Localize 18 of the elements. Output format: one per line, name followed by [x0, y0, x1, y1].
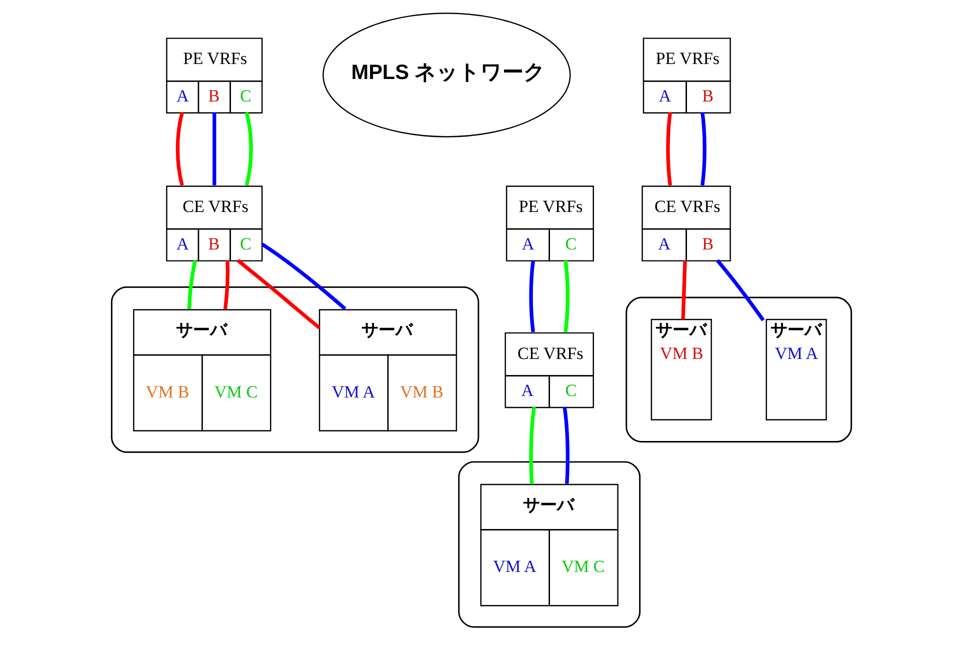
- connector: [186, 260, 196, 310]
- connector: [680, 260, 686, 320]
- cluster: [458, 461, 640, 628]
- connector: [700, 112, 706, 186]
- connector: [260, 242, 346, 310]
- connector: [715, 259, 764, 322]
- connector: [666, 112, 672, 186]
- connector: [562, 406, 570, 484]
- connector: [222, 260, 230, 310]
- connector: [175, 112, 184, 186]
- connector: [563, 260, 570, 332]
- connector: [212, 112, 216, 186]
- cluster: [625, 296, 852, 442]
- connector: [528, 260, 534, 332]
- connector: [236, 258, 320, 330]
- node-ellipse: MPLS ネットワーク: [322, 12, 570, 138]
- connector: [528, 406, 536, 484]
- cluster: [110, 286, 479, 453]
